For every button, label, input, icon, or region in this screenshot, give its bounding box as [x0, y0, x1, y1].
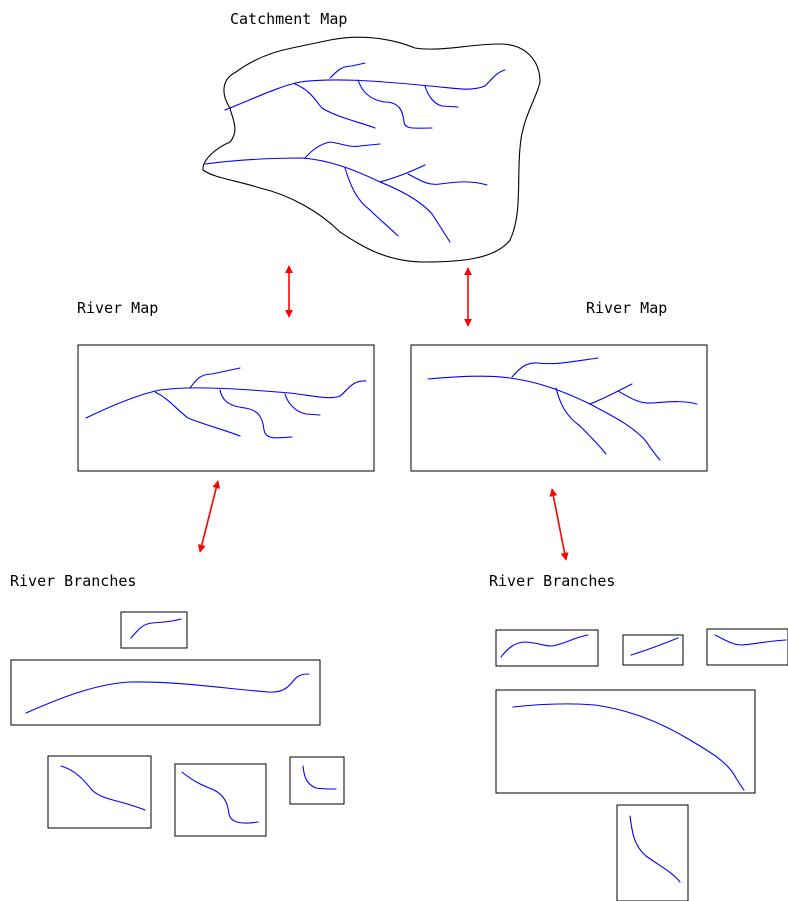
catchment-river-tributary [424, 85, 459, 108]
branch-box [495, 629, 599, 667]
river-map-left-frame [77, 344, 375, 472]
branch-box [616, 804, 689, 901]
river-map-right-title: River Map [586, 299, 667, 317]
catchment-river-tributary [407, 173, 488, 186]
river-map-right-main [427, 375, 661, 461]
catchment-river-tributary [357, 79, 433, 129]
catchment-river-main-north [224, 69, 506, 111]
river-map-left-title: River Map [77, 299, 158, 317]
branch-box [495, 689, 756, 794]
branch-box [174, 763, 267, 837]
river-map-left [77, 344, 375, 472]
catchment-river-tributary [344, 167, 399, 237]
catchment-river-tributary [329, 62, 366, 79]
river-map-right-frame [410, 344, 708, 472]
river-map-left-tributary [284, 393, 321, 416]
catchment-river-tributary [304, 141, 381, 159]
branch-box [289, 756, 345, 805]
river-branches-left-title: River Branches [10, 572, 136, 590]
double-arrow-left-river-map-to-branches [197, 480, 221, 553]
river-map-right [410, 344, 708, 472]
catchment-river-tributary [294, 83, 376, 129]
river-map-left-tributary [219, 389, 293, 439]
branch-box [47, 755, 152, 829]
branch-box [120, 611, 188, 649]
catchment-outline [202, 36, 541, 263]
catchment-map-title: Catchment Map [230, 10, 347, 28]
river-map-right-tributary [555, 387, 607, 455]
river-map-left-main [85, 380, 367, 419]
catchment-river-main-south [204, 157, 451, 243]
river-branches-left [10, 611, 345, 837]
river-branches-right [495, 628, 788, 901]
river-map-left-tributary [189, 367, 241, 389]
catchment-river-tributary [379, 164, 426, 183]
river-map-right-tributary [589, 383, 633, 405]
catchment-map [202, 36, 541, 263]
river-map-left-tributary [154, 391, 241, 437]
river-branches-right-title: River Branches [489, 572, 615, 590]
river-map-right-tributary [511, 357, 599, 378]
branch-box [622, 634, 684, 666]
river-map-right-tributary [617, 390, 698, 405]
double-arrow-right-river-map-to-branches [549, 488, 569, 561]
branch-box [706, 628, 788, 666]
branch-box [10, 659, 321, 726]
